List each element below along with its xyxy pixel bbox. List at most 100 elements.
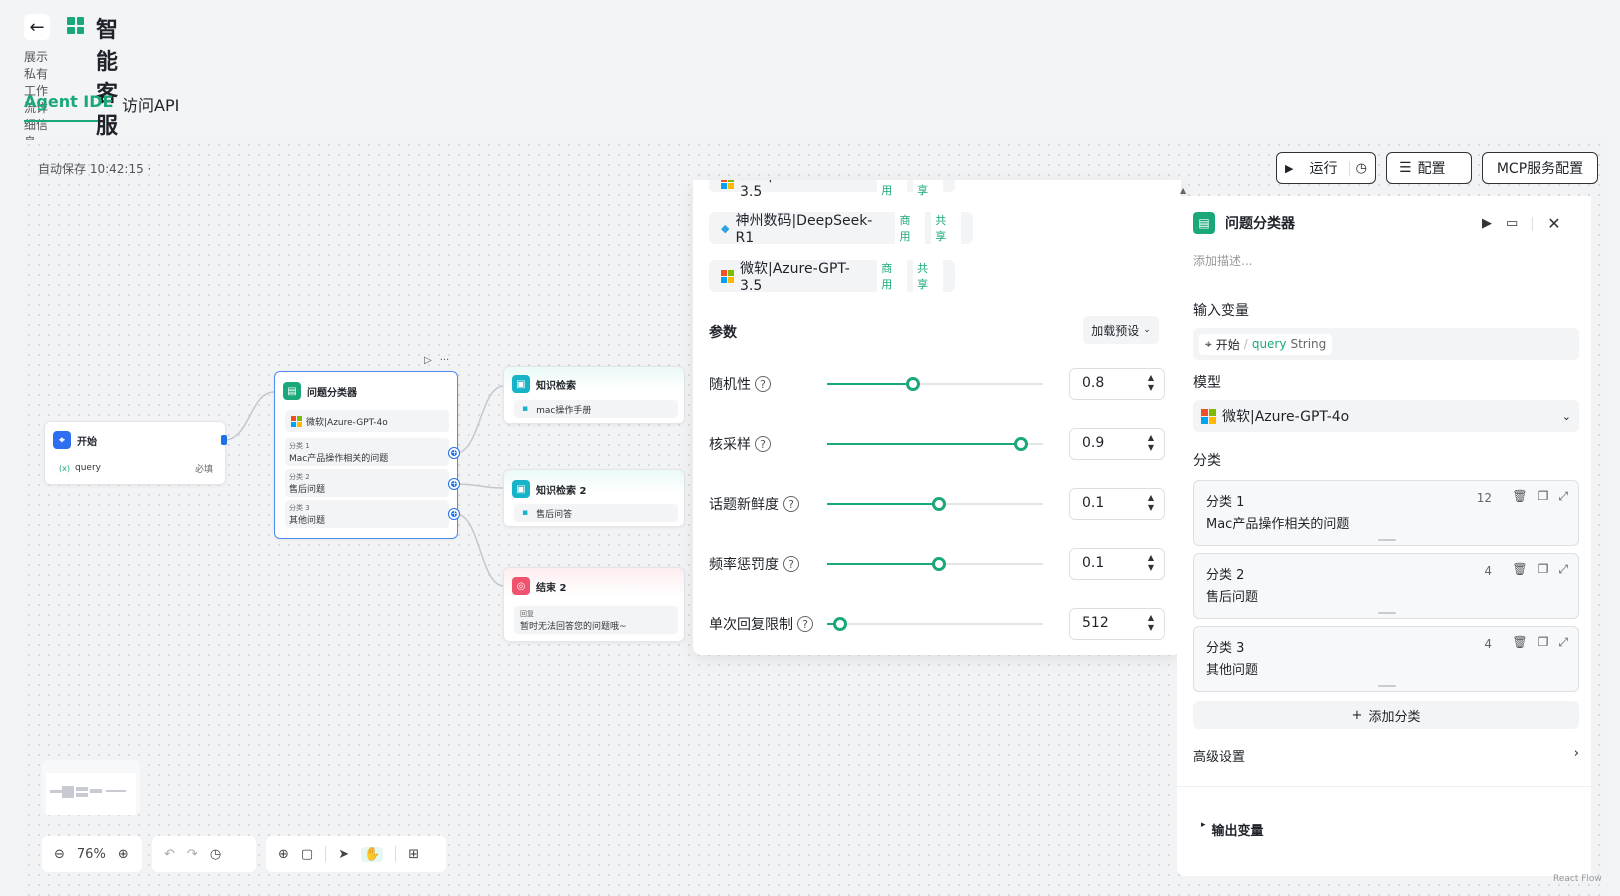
help-icon[interactable]: ?	[783, 496, 799, 512]
stepper-icon[interactable]: ▲▼	[1147, 373, 1154, 392]
presence-penalty-input[interactable]: 0.1▲▼	[1069, 488, 1165, 520]
resize-handle[interactable]	[1378, 685, 1396, 687]
help-icon[interactable]: ?	[755, 376, 771, 392]
help-icon[interactable]: ?	[755, 436, 771, 452]
layout-icon[interactable]: ⊞	[408, 846, 420, 862]
input-variable-field[interactable]: ⌖ 开始/ query String	[1193, 328, 1579, 360]
classifier-icon: ▤	[283, 382, 301, 400]
cube-icon: ◆	[721, 221, 730, 235]
app-logo-icon	[67, 17, 84, 34]
redo-icon[interactable]: ↷	[186, 846, 198, 862]
stepper-icon[interactable]: ▲▼	[1147, 553, 1154, 572]
category-2-handle[interactable]: +	[449, 479, 459, 489]
max-tokens-input[interactable]: 512▲▼	[1069, 608, 1165, 640]
run-button[interactable]: ▶ 运行 ◷	[1276, 152, 1376, 184]
knowledge-retrieval-node-1[interactable]: ▣ 知识检索 ▪mac操作手册	[503, 366, 685, 424]
start-output-handle[interactable]	[221, 435, 227, 445]
autosave-status: 自动保存 10:42:15 ·	[38, 162, 152, 176]
category-card-2[interactable]: 分类 2 售后问题 4 🗑❐⤢	[1193, 553, 1579, 619]
chevron-right-icon: ›	[1573, 746, 1579, 761]
play-icon[interactable]: ▷	[424, 355, 432, 366]
react-flow-attribution[interactable]: React Flow	[1553, 874, 1602, 884]
help-icon[interactable]: ?	[797, 616, 813, 632]
add-category-button[interactable]: +添加分类	[1193, 701, 1579, 729]
model-option-deepseek-r1[interactable]: ◆ 神州数码|DeepSeek-R1 商用共享	[709, 211, 973, 246]
max-tokens-slider[interactable]	[827, 617, 1043, 631]
zoom-out-icon[interactable]: ⊖	[54, 846, 65, 862]
load-preset-button[interactable]: 加载预设⌄	[1083, 316, 1159, 344]
copy-icon[interactable]: ❐	[1537, 635, 1549, 649]
microsoft-logo-icon	[721, 180, 734, 189]
copy-icon[interactable]: ❐	[1537, 562, 1549, 576]
delete-icon[interactable]: 🗑	[1512, 562, 1528, 576]
expand-icon[interactable]: ⤢	[1558, 562, 1568, 576]
book-icon: ▣	[512, 375, 530, 393]
add-note-icon[interactable]: ▢	[300, 846, 314, 862]
copy-icon[interactable]: ❐	[1537, 489, 1549, 503]
resize-handle[interactable]	[1378, 539, 1396, 541]
param-max-tokens: 单次回复限制? 512▲▼	[709, 608, 1165, 640]
stepper-icon[interactable]: ▲▼	[1147, 493, 1154, 512]
model-select[interactable]: 微软|Azure-GPT-4o ⌄	[1193, 400, 1579, 432]
temperature-input[interactable]: 0.8▲▼	[1069, 368, 1165, 400]
category-3-handle[interactable]: +	[449, 509, 459, 519]
delete-icon[interactable]: 🗑	[1512, 489, 1528, 503]
canvas-tools: ⊕ ▢ ➤ ✋ ⊞	[266, 836, 446, 872]
description-input[interactable]: 添加描述...	[1193, 254, 1253, 268]
top-p-slider[interactable]	[827, 437, 1043, 451]
stepper-icon[interactable]: ▲▼	[1147, 433, 1154, 452]
zoom-in-icon[interactable]: ⊕	[117, 846, 129, 862]
start-node[interactable]: ⌖ 开始 (x) query 必填	[44, 421, 226, 485]
expand-icon[interactable]: ⤢	[1558, 489, 1568, 503]
end-icon: ◎	[512, 577, 530, 595]
category-card-3[interactable]: 分类 3 其他问题 4 🗑❐⤢	[1193, 626, 1579, 692]
knowledge-retrieval-node-2[interactable]: ▣ 知识检索 2 ▪售后问答	[503, 469, 685, 527]
notes-icon[interactable]: ▭	[1506, 216, 1519, 231]
params-title: 参数	[709, 325, 737, 341]
presence-penalty-slider[interactable]	[827, 497, 1043, 511]
mcp-config-button[interactable]: MCP服务配置	[1482, 152, 1598, 184]
temperature-slider[interactable]	[827, 377, 1043, 391]
tab-agent-ide[interactable]: Agent IDE	[24, 92, 114, 111]
model-option-azure-gpt-35[interactable]: 微软|Azure-GPT-3.5 商用共享	[709, 259, 955, 294]
document-icon: ▪	[522, 508, 529, 518]
hand-icon[interactable]: ✋	[361, 846, 384, 862]
zoom-level[interactable]: 76%	[76, 846, 106, 862]
param-top-p: 核采样? 0.9▲▼	[709, 428, 1165, 460]
more-icon[interactable]: ···	[439, 355, 450, 366]
frequency-penalty-slider[interactable]	[827, 557, 1043, 571]
minimap[interactable]	[42, 760, 140, 815]
zoom-controls: ⊖ 76% ⊕	[42, 836, 142, 872]
top-p-input[interactable]: 0.9▲▼	[1069, 428, 1165, 460]
pointer-icon[interactable]: ➤	[338, 846, 350, 862]
category-card-1[interactable]: 分类 1 Mac产品操作相关的问题 12 🗑❐⤢	[1193, 480, 1579, 546]
end-node-2[interactable]: ◎ 结束 2 回复 暂时无法回答您的问题哦~	[503, 567, 685, 642]
add-node-icon[interactable]: ⊕	[278, 846, 289, 862]
history-icon[interactable]: ◷	[209, 846, 222, 862]
resize-handle[interactable]	[1378, 612, 1396, 614]
play-icon[interactable]: ▶	[1482, 216, 1492, 231]
output-variables-toggle[interactable]: ▸输出变量	[1201, 820, 1264, 839]
param-frequency-penalty: 频率惩罚度? 0.1▲▼	[709, 548, 1165, 580]
play-icon: ▶	[1285, 161, 1294, 175]
frequency-penalty-input[interactable]: 0.1▲▼	[1069, 548, 1165, 580]
chevron-down-icon: ⌄	[1143, 325, 1151, 335]
crosshair-icon: ⌖	[53, 431, 71, 449]
advanced-settings-row[interactable]: 高级设置›	[1193, 746, 1579, 765]
back-button[interactable]: ←	[24, 14, 50, 40]
config-button[interactable]: ☰配置	[1386, 152, 1472, 184]
stepper-icon[interactable]: ▲▼	[1147, 613, 1154, 632]
expand-icon[interactable]: ⤢	[1558, 635, 1568, 649]
category-1-handle[interactable]: +	[449, 448, 459, 458]
delete-icon[interactable]: 🗑	[1512, 635, 1528, 649]
run-history-icon[interactable]: ◷	[1348, 160, 1367, 176]
undo-icon[interactable]: ↶	[164, 846, 175, 862]
variable-icon: (x)	[59, 463, 70, 473]
close-icon[interactable]: ✕	[1547, 214, 1561, 233]
help-icon[interactable]: ?	[783, 556, 799, 572]
tab-api[interactable]: 访问API	[122, 96, 180, 115]
